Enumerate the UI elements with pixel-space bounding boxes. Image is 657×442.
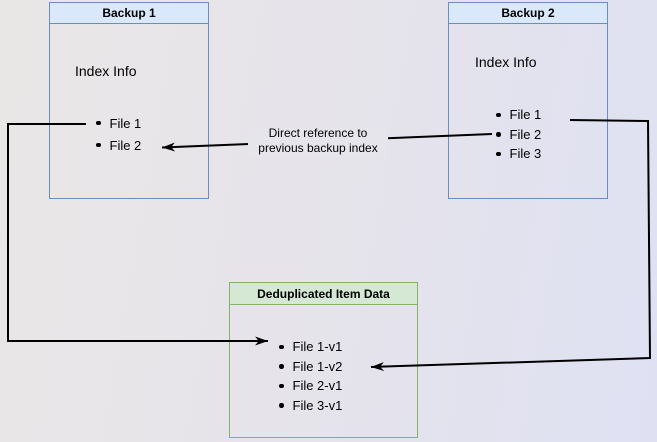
edge-label-line-2: previous backup index (258, 141, 378, 155)
backup-2-file-list: File 1 File 2 File 3 (496, 105, 541, 164)
node-backup-1-header: Backup 1 (50, 3, 208, 24)
node-backup-1: Backup 1 (49, 2, 209, 199)
list-item-label: File 1 (509, 107, 542, 123)
list-item-label: File 2 (109, 137, 142, 153)
deduplicated-file-list: File 1-v1 File 1-v2 File 2-v1 File 3-v1 (279, 337, 342, 415)
list-item: File 2-v1 (279, 376, 342, 396)
backup-2-index-info-label: Index Info (475, 54, 537, 70)
bullet-icon (279, 364, 284, 369)
bullet-icon (279, 403, 284, 408)
list-item-label: File 3-v1 (292, 397, 343, 413)
list-item: File 3-v1 (279, 396, 342, 416)
list-item: File 1-v2 (279, 357, 342, 377)
list-item: File 3 (496, 144, 541, 164)
backup-1-index-info-label: Index Info (75, 63, 137, 79)
bullet-icon (496, 112, 501, 117)
list-item: File 1-v1 (279, 337, 342, 357)
bullet-icon (279, 344, 284, 349)
bullet-icon (96, 120, 101, 126)
list-item-label: File 1 (109, 115, 142, 131)
bullet-icon (96, 142, 101, 148)
bullet-icon (496, 132, 501, 137)
edge-label-line-1: Direct reference to (268, 126, 368, 140)
bullet-icon (279, 383, 284, 388)
node-backup-2-header: Backup 2 (449, 3, 607, 24)
list-item-label: File 1-v2 (292, 358, 343, 374)
node-backup-1-title: Backup 1 (102, 6, 156, 20)
list-item-label: File 3 (509, 146, 542, 162)
bullet-icon (496, 151, 501, 156)
list-item-label: File 1-v1 (292, 339, 343, 355)
node-deduplicated-item-data-header: Deduplicated Item Data (230, 283, 417, 305)
list-item: File 1 (496, 105, 541, 125)
edge-direct-reference-label: Direct reference to previous backup inde… (248, 126, 388, 156)
backup-1-file-list: File 1 File 2 (96, 112, 141, 156)
node-deduplicated-item-data-title: Deduplicated Item Data (257, 286, 390, 301)
node-deduplicated-item-data: Deduplicated Item Data (229, 282, 418, 438)
list-item-label: File 2 (509, 126, 542, 142)
node-backup-2: Backup 2 (448, 2, 608, 199)
list-item: File 1 (96, 112, 141, 134)
list-item: File 2 (96, 134, 141, 156)
list-item-label: File 2-v1 (292, 378, 343, 394)
node-backup-2-title: Backup 2 (501, 6, 555, 20)
list-item: File 2 (496, 125, 541, 145)
